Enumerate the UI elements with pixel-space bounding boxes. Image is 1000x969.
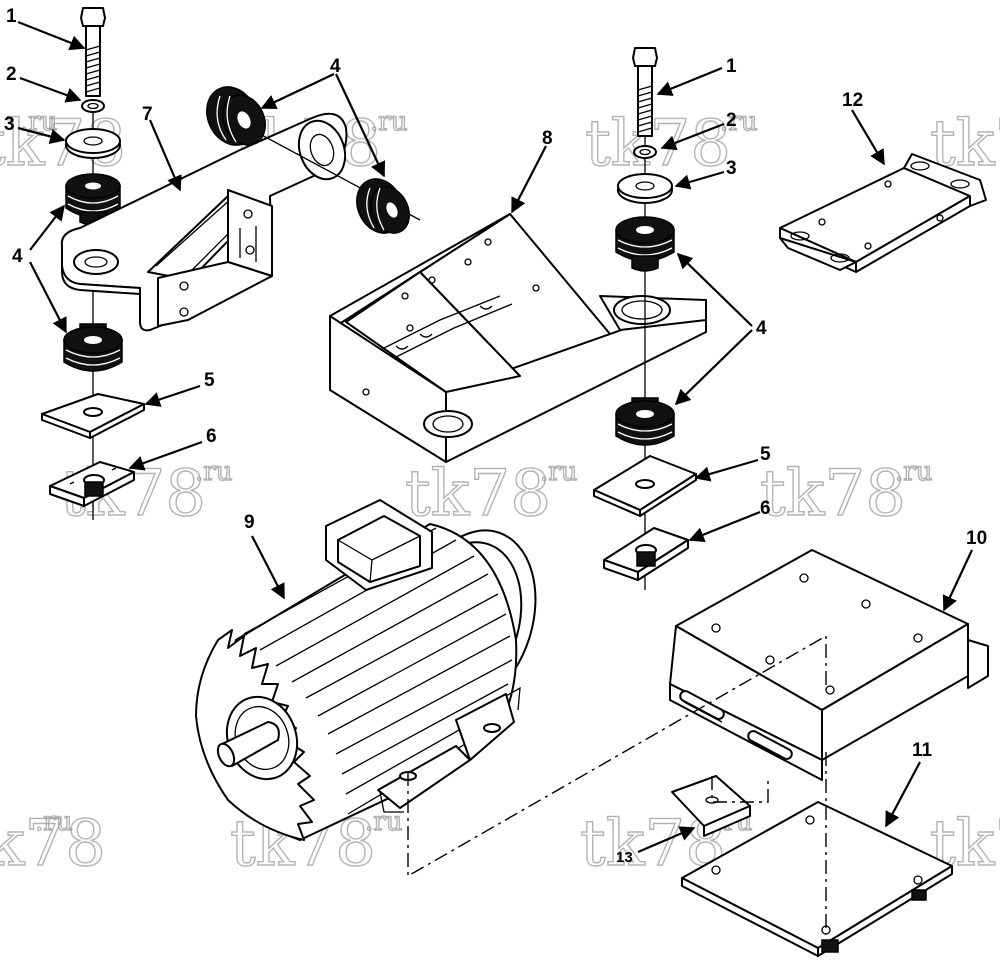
bolt-part (80, 7, 106, 97)
watermarks: tk78 .ru tk78 .ru tk78 .ru tk78 tk78 .ru… (0, 106, 1000, 881)
right-mount-stack (593, 47, 697, 590)
mounting-plate-12-part (779, 153, 987, 273)
callout-13: 13 (616, 849, 633, 866)
electric-motor-part (195, 499, 537, 841)
callout-8: 8 (542, 128, 553, 149)
watermark-text: tk78 (405, 457, 551, 531)
watermark-suffix: .ru (895, 457, 932, 487)
callout-5: 5 (204, 370, 215, 391)
watermark-suffix: .ru (540, 457, 577, 487)
watermark-suffix: .ru (720, 107, 757, 137)
mounting-plate-part (593, 455, 697, 517)
watermark-suffix: .ru (195, 457, 232, 487)
watermark-suffix: .ru (35, 807, 72, 837)
base-plate-11-part (681, 801, 953, 957)
callout-3: 3 (4, 114, 15, 135)
callout-6: 6 (760, 498, 771, 519)
watermark: tk78 .ru (584, 106, 758, 181)
watermark: tk78 .ru (759, 456, 933, 531)
bolt-part (632, 47, 658, 137)
lock-washer-part (81, 99, 105, 113)
callout-leaders (17, 20, 973, 854)
flat-washer-part (617, 173, 673, 204)
callout-2: 2 (6, 64, 17, 85)
mounting-plate-part (41, 393, 145, 439)
callout-1: 1 (6, 6, 17, 27)
rubber-isolator-part (356, 178, 410, 234)
clip-bracket-part (671, 775, 751, 837)
watermark: tk78 .ru (0, 806, 107, 881)
callout-4: 4 (330, 56, 341, 77)
callout-2: 2 (726, 110, 737, 131)
callout-labels: 1 2 3 4 4 5 6 7 8 1 2 3 4 5 6 9 10 11 12… (4, 6, 987, 866)
lock-washer-part (633, 145, 657, 159)
rubber-isolator-part (615, 397, 675, 446)
rubber-isolator-part (63, 323, 123, 372)
rubber-isolator-part (206, 86, 266, 146)
watermark-suffix: .ru (370, 107, 407, 137)
watermark-text: tk78 (760, 457, 906, 531)
watermark-text: tk78 (585, 107, 731, 181)
callout-6: 6 (206, 426, 217, 447)
watermark-text: tk78 (0, 807, 106, 881)
callout-4: 4 (756, 318, 767, 339)
callout-11: 11 (912, 740, 933, 761)
callout-4: 4 (12, 246, 23, 267)
watermark: tk78 .ru (404, 456, 578, 531)
callout-7: 7 (142, 104, 153, 125)
rubber-isolator-part (615, 216, 675, 272)
mounting-tray-part (329, 213, 707, 463)
assembly-lines (407, 634, 827, 934)
callout-1: 1 (726, 56, 737, 77)
callout-10: 10 (966, 528, 987, 549)
nut-plate-part (603, 527, 689, 581)
callout-9: 9 (244, 512, 255, 533)
callout-5: 5 (760, 444, 771, 465)
flat-washer-part (65, 128, 121, 159)
callout-12: 12 (842, 90, 863, 111)
motor-base-part (669, 549, 989, 781)
callout-3: 3 (726, 158, 737, 179)
motor-bracket-part (60, 112, 421, 332)
nut-plate-part (49, 461, 135, 507)
